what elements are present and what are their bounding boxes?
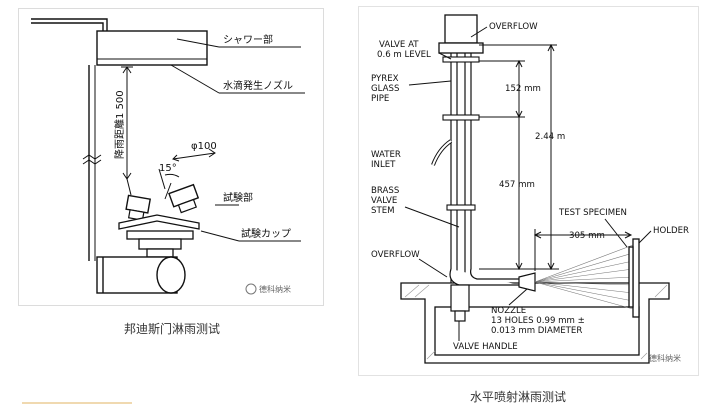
water-inlet-label-2: INLET	[371, 160, 396, 170]
nozzle-label: 水滴発生ノズル	[223, 79, 293, 92]
nozzle-label-2: 13 HOLES 0.99 mm ±	[491, 316, 585, 326]
angle-label: 15°	[159, 163, 177, 174]
rain-distance-label: 降雨距離1 500	[113, 90, 126, 159]
spray-cones	[126, 178, 172, 200]
spray-jets	[534, 244, 634, 310]
dim-244-label: 2.44 m	[535, 132, 565, 142]
overflow-top-label: OVERFLOW	[489, 22, 538, 32]
brass-label-2: VALVE	[371, 196, 397, 206]
test-cup-label: 試験カップ	[241, 227, 291, 240]
vertical-dimensions	[479, 43, 559, 271]
test-specimen-label: TEST SPECIMEN	[558, 208, 627, 218]
nozzle-label-3: 0.013 mm DIAMETER	[491, 326, 582, 336]
vertical-pipe	[450, 53, 472, 283]
valve-label-1: VALVE AT	[379, 40, 419, 50]
pyrex-label-1: PYREX	[371, 74, 399, 84]
test-part-label: 試験部	[223, 191, 253, 204]
horizontal-spray-test-diagram: 152 mm 2.44 m 457 mm OVERFLOW VALVE AT 0…	[358, 6, 699, 376]
diameter-label: φ100	[191, 141, 217, 152]
shower-label: シャワー部	[223, 33, 273, 46]
pyrex-label-3: PIPE	[371, 94, 389, 104]
brass-label-3: STEM	[371, 206, 395, 216]
bondi-rain-test-diagram: シャワー部 水滴発生ノズル 降雨距離1 500	[18, 8, 324, 306]
right-test-cup	[168, 183, 200, 214]
pyrex-label-2: GLASS	[371, 84, 399, 94]
nozzle-assembly	[449, 268, 536, 322]
brass-label-1: BRASS	[371, 186, 399, 196]
left-watermark: 德科纳米	[259, 284, 291, 294]
tank-hatching	[404, 284, 668, 360]
specimen-holder	[628, 238, 640, 318]
dim-152-label: 152 mm	[505, 84, 541, 94]
left-test-cup	[125, 194, 152, 221]
spray-diagram-svg: 152 mm 2.44 m 457 mm OVERFLOW VALVE AT 0…	[371, 14, 689, 364]
left-caption: 邦迪斯门淋雨测试	[124, 322, 221, 336]
dim-457-label: 457 mm	[499, 180, 535, 190]
bondi-diagram-svg: シャワー部 水滴発生ノズル 降雨距離1 500	[31, 18, 305, 295]
right-caption: 水平喷射淋雨测试	[470, 390, 567, 404]
water-inlet-label-1: WATER	[371, 150, 401, 160]
horizontal-dimension	[533, 229, 633, 271]
dim-305-label: 305 mm	[569, 231, 605, 241]
valve-label-2: 0.6 m LEVEL	[377, 50, 431, 60]
shower-head	[96, 30, 208, 66]
overflow-bottom-label: OVERFLOW	[371, 250, 420, 260]
turntable	[118, 214, 200, 258]
supply-pipes	[31, 18, 108, 31]
nozzle-label-1: NOZZLE	[491, 306, 526, 316]
holder-label: HOLDER	[653, 226, 689, 236]
decorative-divider	[22, 402, 132, 404]
base-drive	[96, 256, 186, 294]
overflow-reservoir	[438, 14, 484, 54]
right-watermark: 德科纳米	[649, 353, 681, 363]
valve-handle-label: VALVE HANDLE	[453, 342, 518, 352]
